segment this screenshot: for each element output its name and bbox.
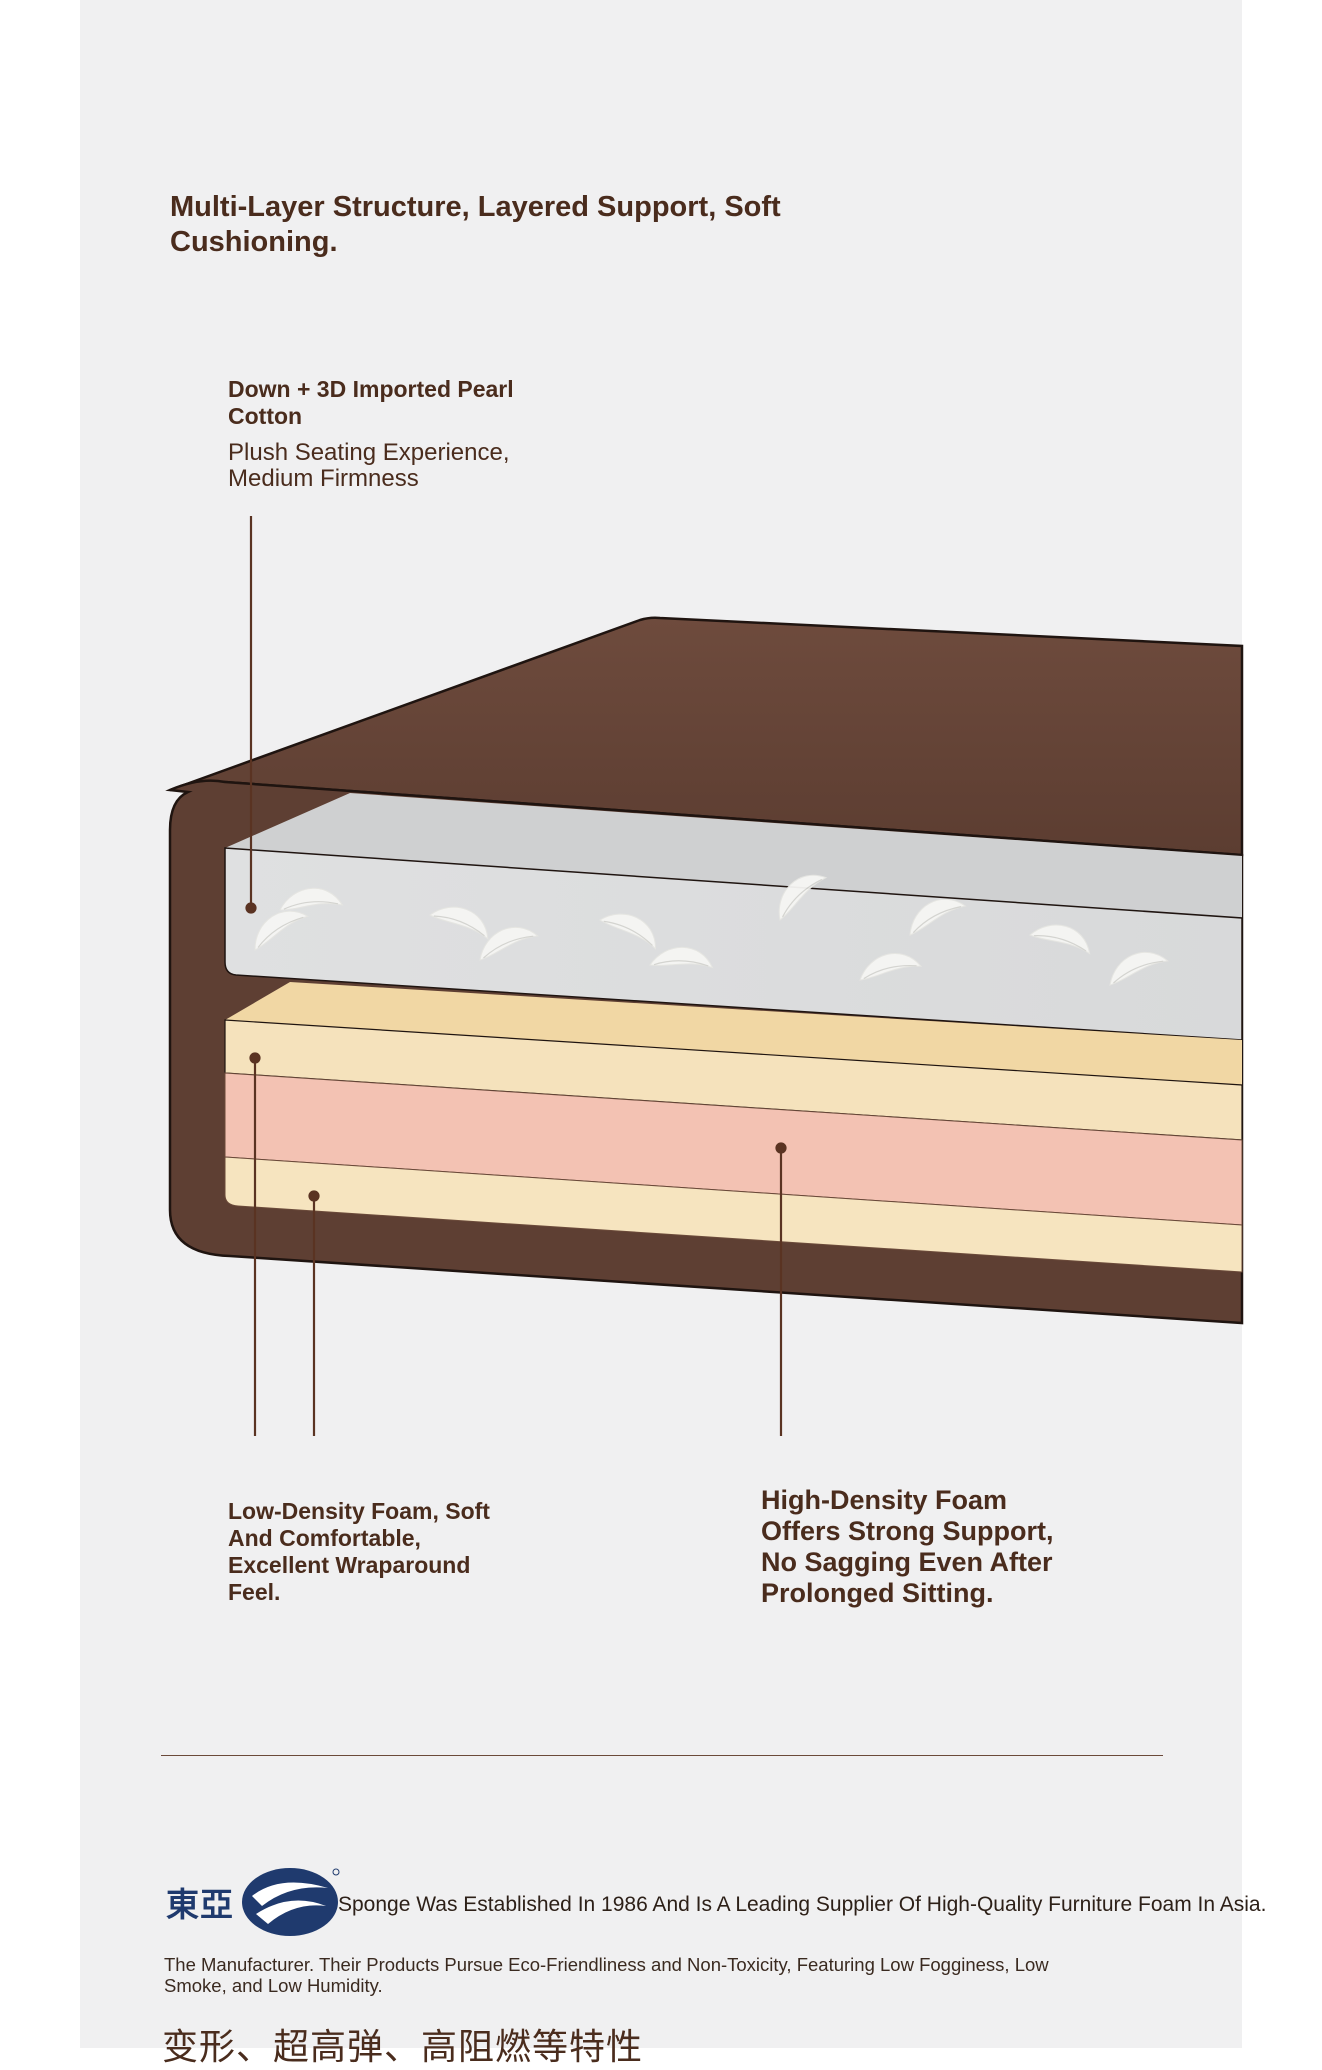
callout-high-density-title: High-Density Foam Offers Strong Support,…	[761, 1485, 1054, 1608]
callout-down-title: Down + 3D Imported Pearl Cotton	[228, 376, 514, 429]
cream-top-surface	[225, 982, 1242, 1085]
callout-low-density-title: Low-Density Foam, Soft And Comfortable, …	[228, 1498, 490, 1605]
brand-description: Sponge Was Established In 1986 And Is A …	[338, 1893, 1267, 1916]
leader-lines	[245, 516, 787, 1436]
down-layer-top	[225, 793, 1242, 918]
callout-down-subtitle: Plush Seating Experience, Medium Firmnes…	[228, 439, 510, 492]
page-heading: Multi-Layer Structure, Layered Support, …	[170, 191, 781, 258]
brand-name: 東亞	[166, 1886, 234, 1923]
manufacturer-description: The Manufacturer. Their Products Pursue …	[164, 1954, 1049, 1996]
brand-logo-swirl-icon	[242, 1868, 340, 1936]
cream-lower-layer	[224, 1156, 1243, 1273]
sofa-cushion-cross-section-diagram	[165, 516, 1244, 1436]
section-divider	[161, 1755, 1163, 1756]
chinese-feature-line: 变形、超高弹、高阻燃等特性	[162, 2026, 644, 2067]
down-layer-front	[224, 847, 1243, 1041]
cover-top-surface	[169, 616, 1244, 857]
